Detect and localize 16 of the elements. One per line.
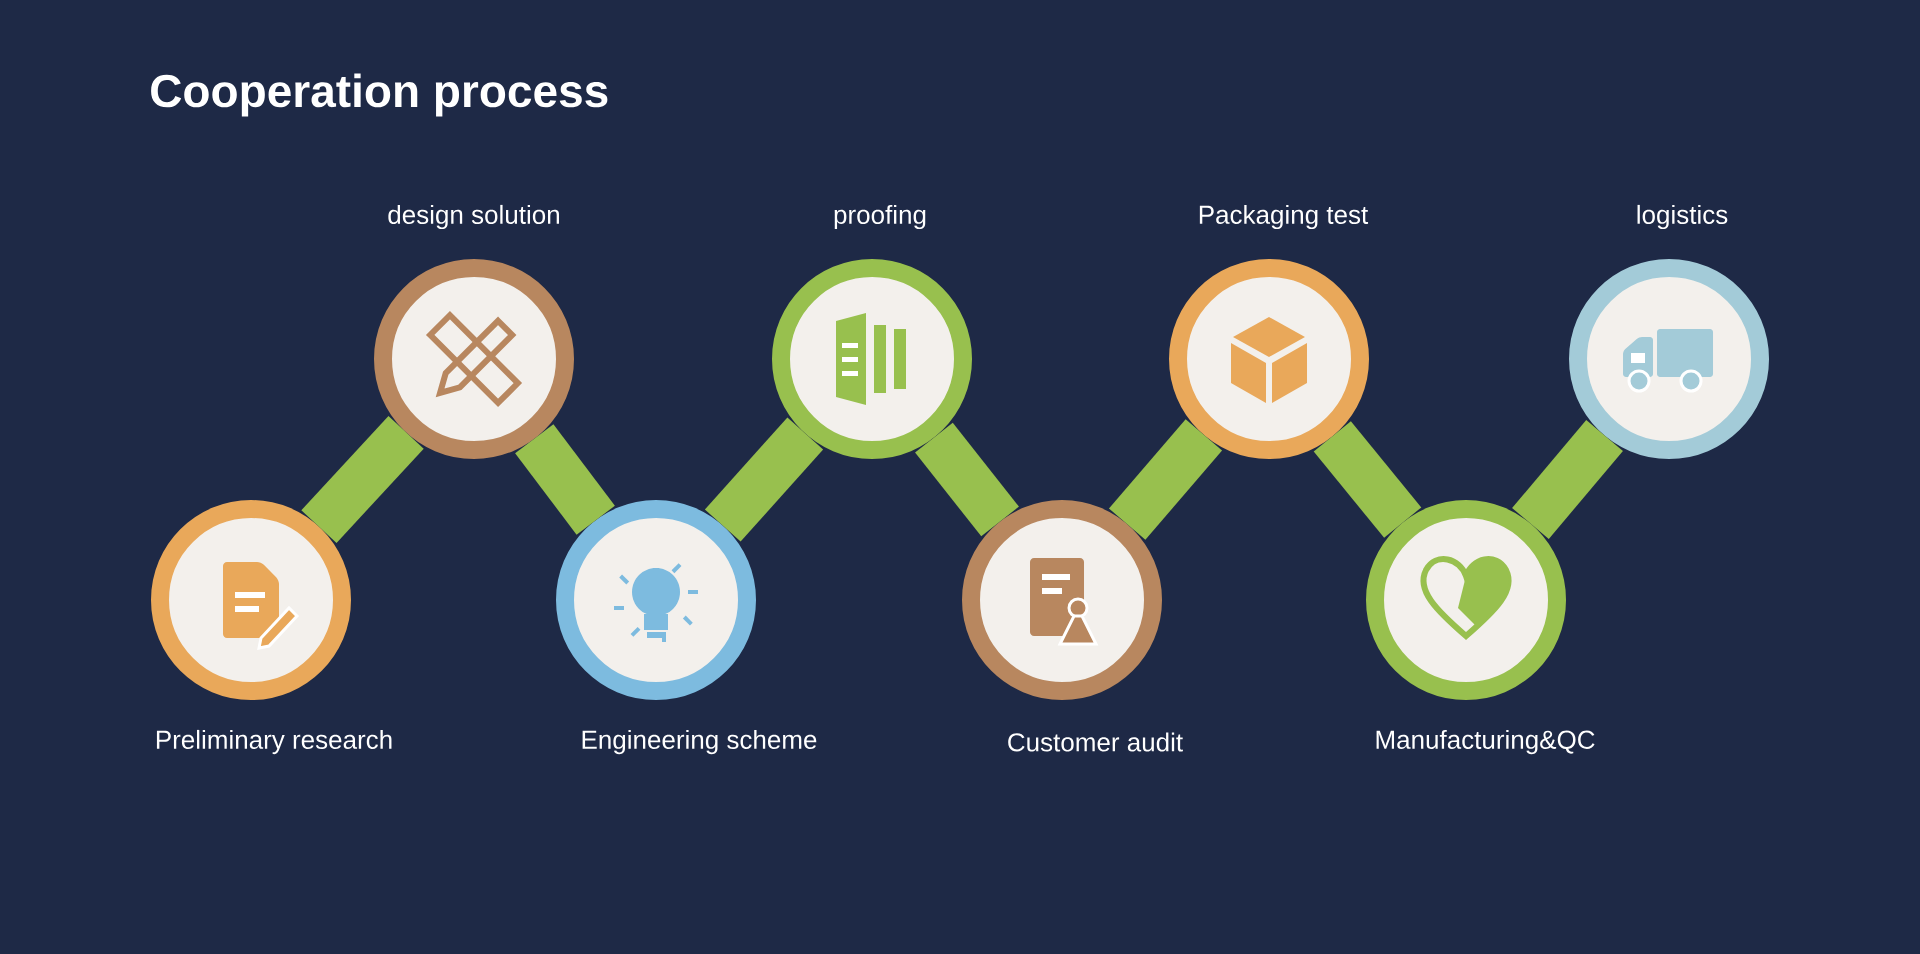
connector-band <box>1108 419 1223 540</box>
connector-band <box>1313 421 1422 538</box>
step-label: Manufacturing&QC <box>1376 729 1595 755</box>
connector-band <box>915 422 1019 537</box>
connector-band <box>301 416 424 543</box>
step-label: logistics <box>1637 204 1728 230</box>
connector-band <box>515 424 615 535</box>
step-label: Preliminary research <box>156 729 392 755</box>
step-label: design solution <box>388 204 559 230</box>
step-label: Customer audit <box>1008 732 1183 752</box>
connector-band <box>704 417 824 542</box>
step-label: proofing <box>834 204 926 230</box>
connector-band <box>1512 420 1623 539</box>
step-label: Packaging test <box>1199 204 1369 230</box>
title: Cooperation process <box>151 73 608 117</box>
step-label: Engineering scheme <box>582 729 817 755</box>
